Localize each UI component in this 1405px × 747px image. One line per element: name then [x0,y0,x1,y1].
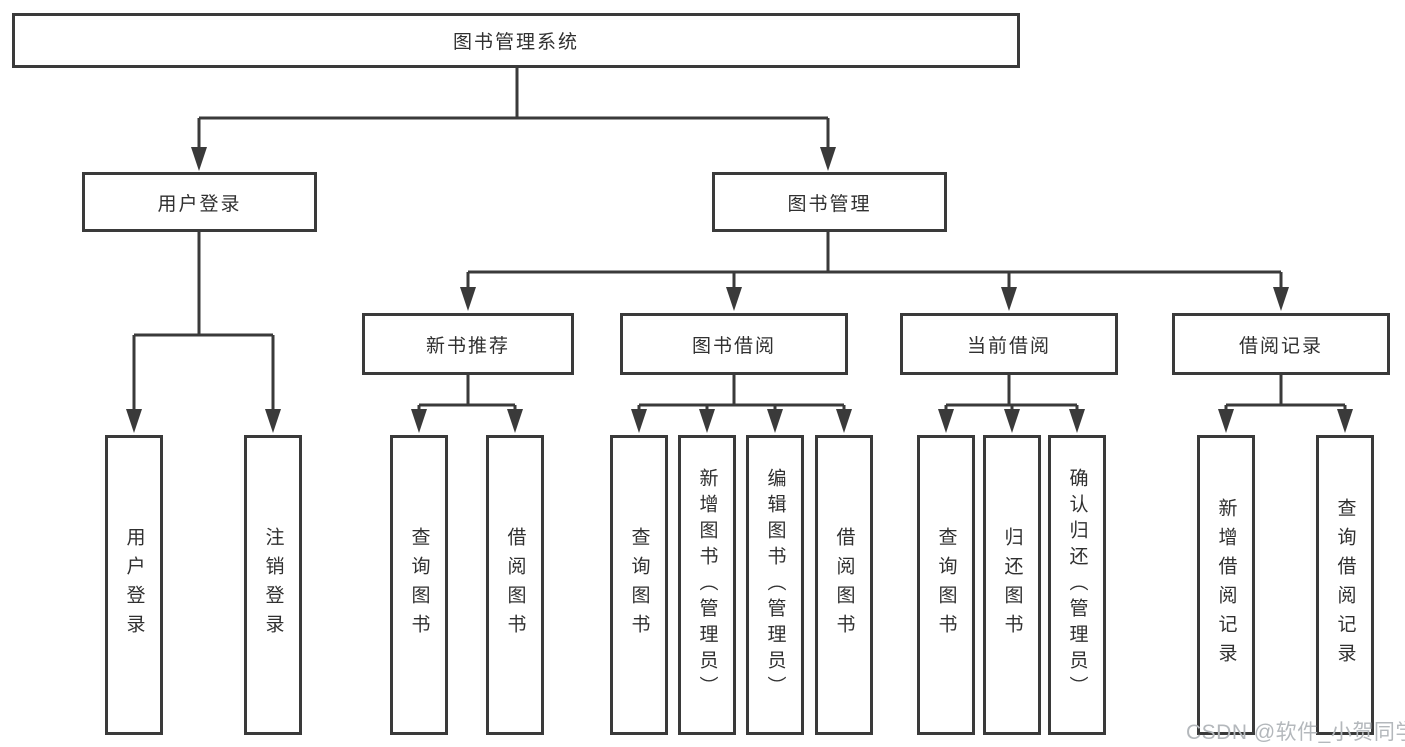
csdn-watermark: CSDN @软件_小贺同学 [1186,721,1405,744]
arrowhead [507,409,523,433]
connector-book-borrow-children [637,375,846,414]
arrowhead [126,409,142,433]
leaf-borrow-books: 借阅图书 [815,435,873,735]
arrowhead [836,409,852,433]
leaf-query-borrow-record: 查询借阅记录 [1316,435,1374,735]
arrowhead [1337,409,1353,433]
arrowhead [1001,287,1017,311]
arrowhead [726,287,742,311]
connector-borrow-records-children [1224,375,1347,414]
arrowhead [767,409,783,433]
connector-current-borrow-children [944,375,1079,414]
connector-user-login-children [132,232,275,414]
leaf-query-books: 查询图书 [917,435,975,735]
leaf-user-login: 用户登录 [105,435,163,735]
arrowhead [1273,287,1289,311]
arrowhead [265,409,281,433]
node-borrow-records: 借阅记录 [1172,313,1390,375]
node-book-mgmt: 图书管理 [712,172,947,232]
leaf-query-books: 查询图书 [610,435,668,735]
leaf-return-book: 归还图书 [983,435,1041,735]
node-root: 图书管理系统 [12,13,1020,68]
arrowhead [191,147,207,171]
arrowhead [699,409,715,433]
arrowhead [1004,409,1020,433]
node-book-borrow: 图书借阅 [620,313,848,375]
leaf-logout: 注销登录 [244,435,302,735]
arrowhead [938,409,954,433]
leaf-query-books: 查询图书 [390,435,448,735]
leaf-confirm-return-admin: 确认归还（管理员） [1048,435,1106,735]
arrowhead [631,409,647,433]
arrowhead [820,147,836,171]
leaf-add-book-admin: 新增图书（管理员） [678,435,736,735]
connector-book-mgmt-children [466,232,1283,292]
arrowhead [1069,409,1085,433]
arrowhead [460,287,476,311]
node-new-book-recommend: 新书推荐 [362,313,574,375]
connector-new-book-children [417,375,517,414]
arrowhead [1218,409,1234,433]
leaf-add-borrow-record: 新增借阅记录 [1197,435,1255,735]
node-user-login: 用户登录 [82,172,317,232]
node-current-borrow: 当前借阅 [900,313,1118,375]
connector-root-to-level1 [197,68,830,152]
leaf-edit-book-admin: 编辑图书（管理员） [746,435,804,735]
leaf-borrow-books: 借阅图书 [486,435,544,735]
arrowhead [411,409,427,433]
